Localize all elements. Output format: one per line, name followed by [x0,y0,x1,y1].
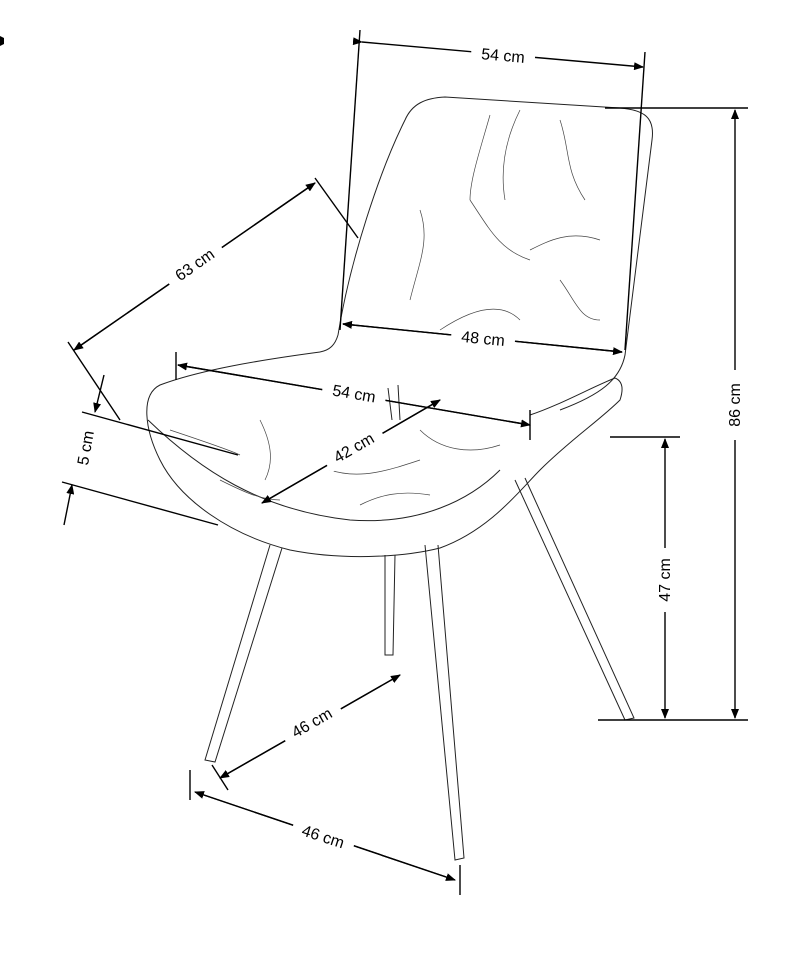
label-seat-width: 54 cm [331,383,377,407]
label-seat-height: 47 cm [657,558,674,602]
dimension-labels: 54 cm 63 cm 48 cm 54 cm 42 cm 5 cm 86 cm… [75,41,745,857]
leg-back-right [514,477,635,721]
dimension-lines [61,29,748,895]
label-seat-thickness: 5 cm [75,430,98,467]
label-total-height: 86 cm [727,383,744,427]
chair-drawing [146,96,654,861]
edge-mark [0,36,4,46]
label-back-width: 54 cm [481,46,526,67]
seat-cushion [146,351,623,558]
leg-front-left [204,544,283,763]
label-inner-back-width: 48 cm [460,329,505,350]
leg-front-right [424,544,465,861]
leg-back-left [384,554,396,656]
backrest [337,96,654,411]
